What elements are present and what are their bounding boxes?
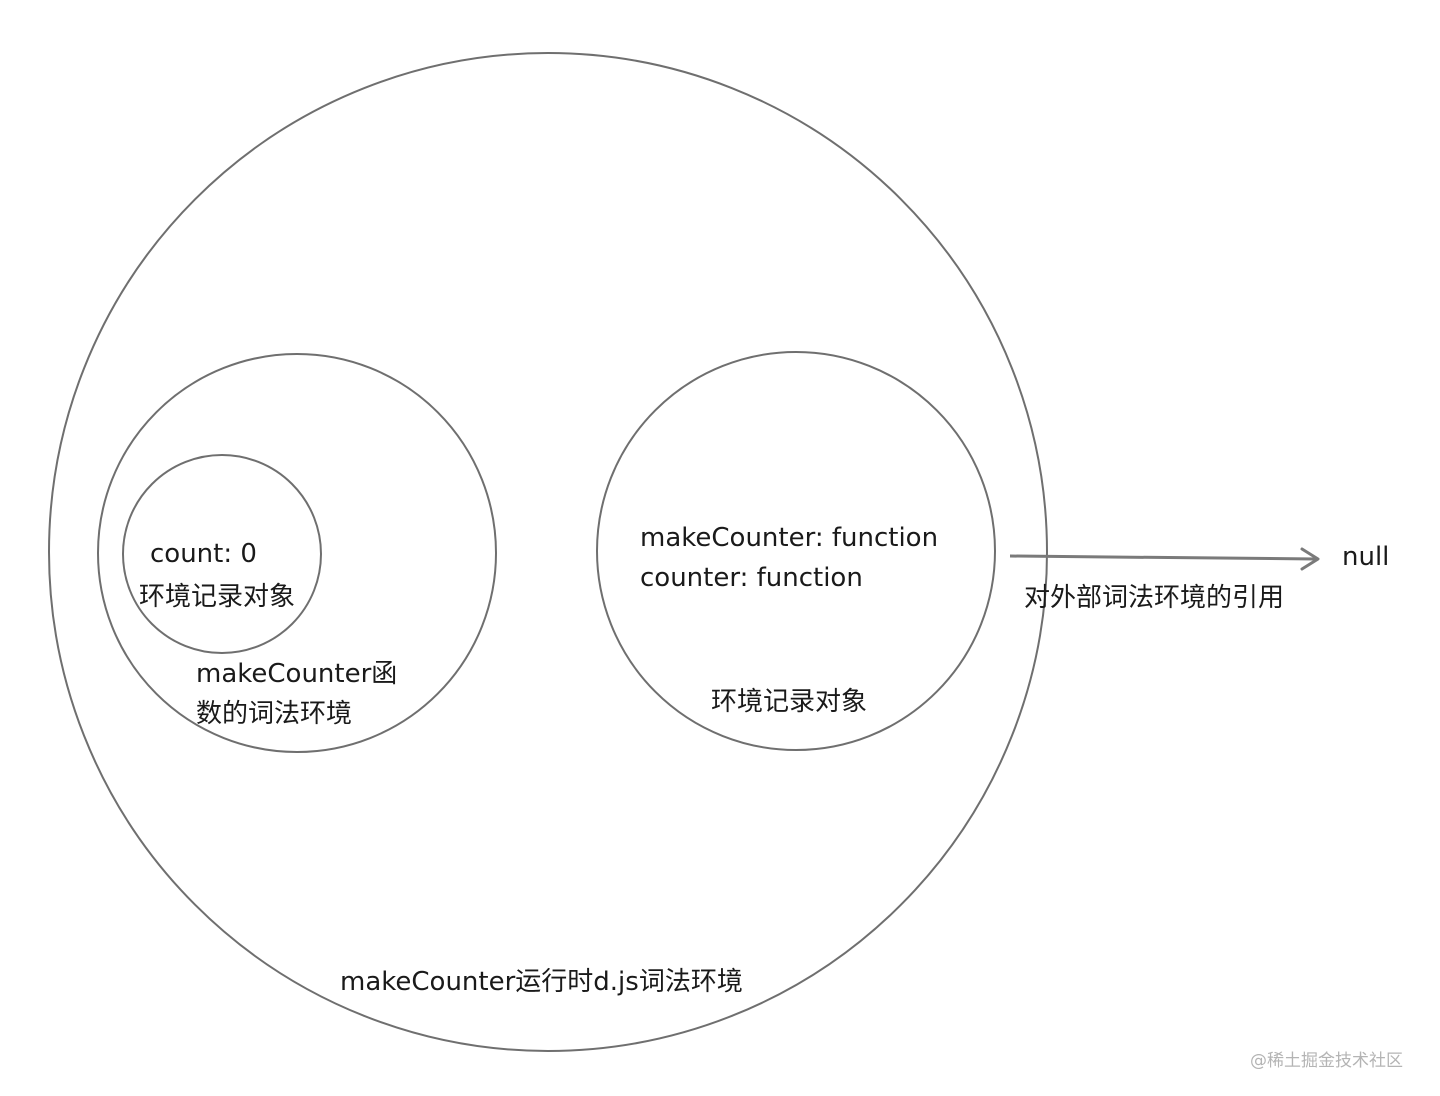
function-record-entry: count: 0 (150, 539, 257, 569)
outer-reference-label: 对外部词法环境的引用 (1024, 583, 1285, 613)
function-record-circle (122, 454, 322, 654)
global-record-entry: counter: function (640, 563, 863, 593)
function-env-label-line1: makeCounter函 (196, 659, 398, 689)
function-env-circle (97, 353, 497, 753)
outer-env-label: makeCounter运行时d.js词法环境 (340, 967, 743, 997)
function-env-label-line2: 数的词法环境 (196, 699, 353, 729)
function-record-label: 环境记录对象 (139, 582, 296, 612)
outer-reference-arrow (1009, 547, 1320, 571)
global-record-entry: makeCounter: function (640, 523, 939, 553)
global-record-label: 环境记录对象 (711, 687, 868, 717)
outer-reference-target: null (1342, 542, 1390, 572)
outer-env-circle (48, 52, 1048, 1052)
watermark: @稀土掘金技术社区 (1250, 1051, 1403, 1071)
global-record-circle (596, 351, 996, 751)
